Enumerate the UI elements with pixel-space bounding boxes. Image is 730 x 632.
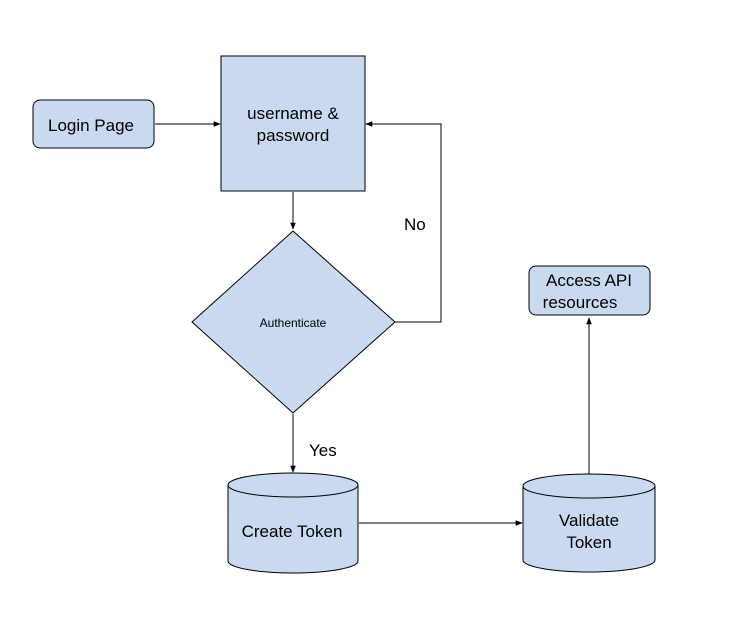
node-create-token-label: Create Token: [242, 522, 343, 541]
edge-authenticate-no-to-credentials: [365, 121, 442, 323]
node-validate-token-label-line1: Validate: [559, 511, 619, 530]
edge-label-yes: Yes: [309, 441, 337, 460]
node-validate-token-label-line2: Token: [566, 533, 611, 552]
node-credentials-label-line1: username &: [247, 104, 339, 123]
node-login-page: Login Page: [32, 99, 155, 149]
node-access-api-label-line2: resources: [543, 293, 618, 312]
node-authenticate-label: Authenticate: [260, 316, 327, 330]
node-access-api: Access API resources: [528, 265, 651, 316]
node-access-api-label-line1: Access API: [546, 271, 632, 290]
node-login-page-label: Login Page: [48, 116, 134, 135]
node-credentials-label-line2: password: [257, 126, 330, 145]
node-credentials: username & password: [220, 55, 366, 192]
edge-label-no: No: [404, 215, 426, 234]
node-validate-token: Validate Token: [522, 473, 656, 573]
node-create-token: Create Token: [227, 472, 359, 574]
node-authenticate-decision: Authenticate: [191, 230, 396, 414]
